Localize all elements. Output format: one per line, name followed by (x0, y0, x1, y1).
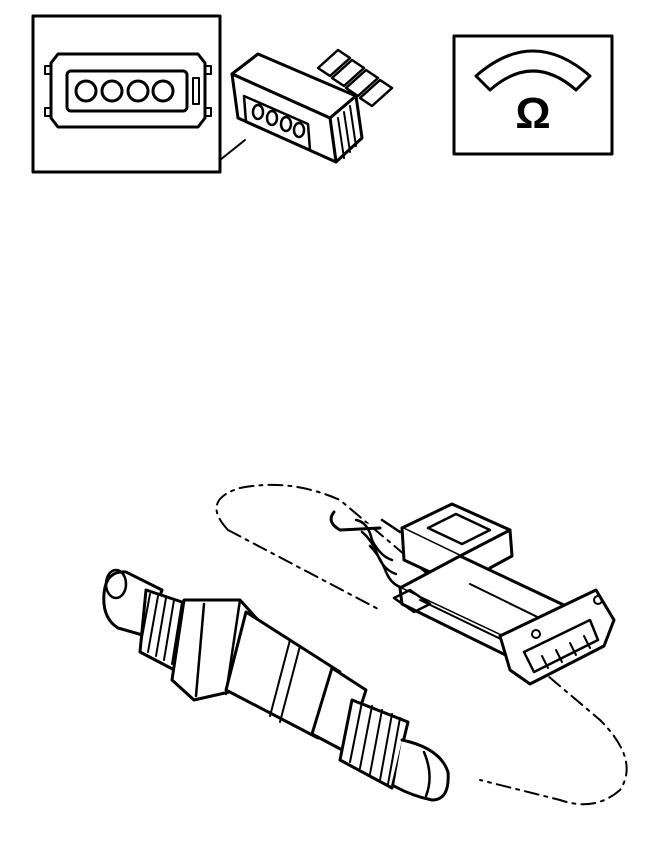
sensor-plug-icon (329, 502, 616, 686)
leader-line (219, 139, 246, 161)
connection-loop-left (227, 529, 381, 611)
ohmmeter-frame (452, 34, 614, 156)
connector-3d-icon (230, 48, 394, 164)
ohmmeter-icon: Ω (452, 34, 614, 156)
oxygen-sensor-icon (102, 568, 450, 802)
connector-detail-frame (31, 14, 222, 174)
ohm-symbol: Ω (515, 89, 550, 138)
connector-detail-panel (31, 14, 394, 174)
connector-pin-face-icon (44, 52, 212, 129)
